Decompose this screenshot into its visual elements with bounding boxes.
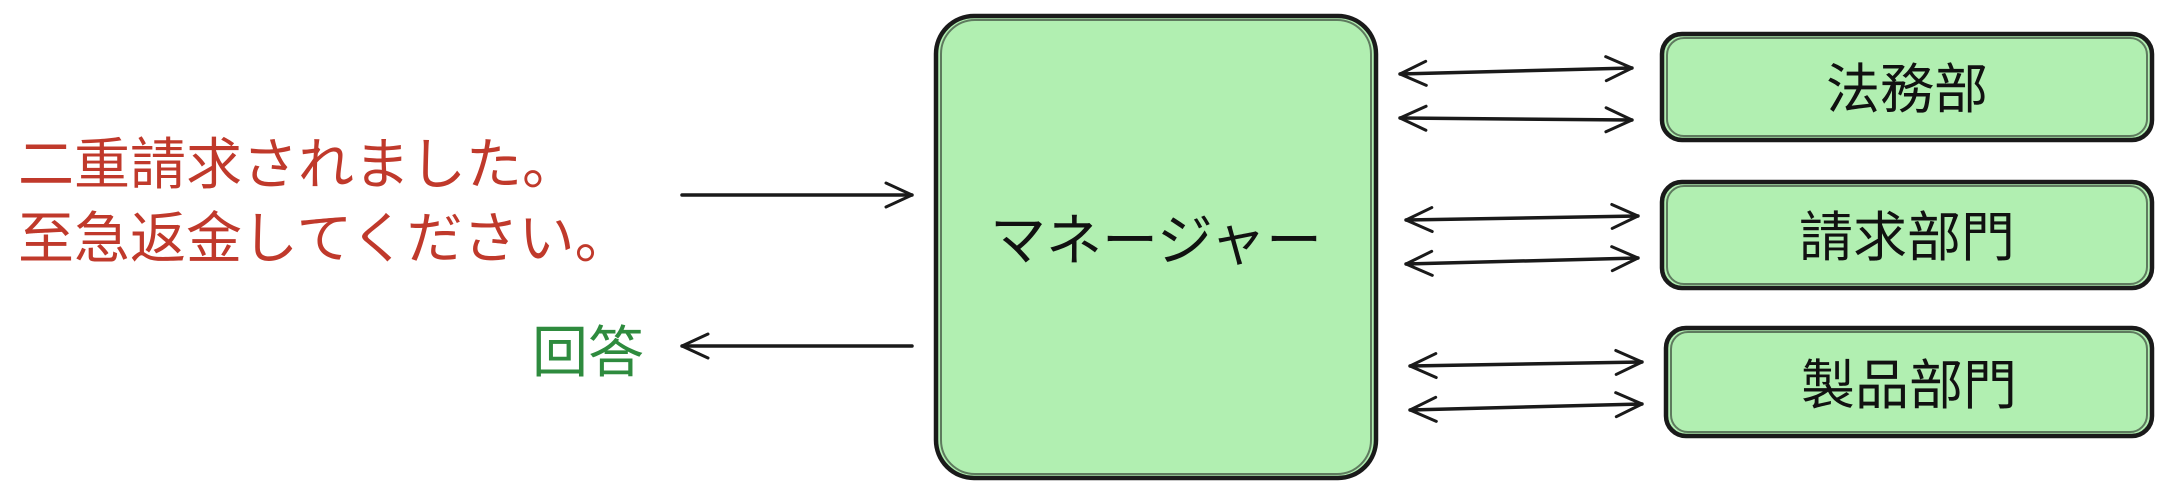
department-label-product: 製品部門 — [1801, 354, 2017, 417]
request-text-line-2: 至急返金してください。 — [18, 207, 631, 272]
department-label-billing: 請求部門 — [1799, 206, 2015, 269]
legal-arrow-lower — [1398, 104, 1634, 134]
billing-arrow-upper — [1404, 202, 1640, 234]
manager-box: マネージャー — [933, 13, 1379, 481]
legal-arrow-upper — [1398, 55, 1634, 87]
response-text: 回答 — [532, 321, 644, 386]
department-box-billing: 請求部門 — [1659, 179, 2155, 291]
billing-arrow-lower — [1404, 245, 1640, 277]
department-label-legal: 法務部 — [1826, 58, 1988, 121]
product-arrow-lower — [1408, 391, 1644, 423]
department-box-legal: 法務部 — [1659, 31, 2155, 143]
product-arrow-upper — [1408, 348, 1644, 380]
department-box-product: 製品部門 — [1663, 325, 2155, 439]
manager-label: マネージャー — [990, 209, 1322, 274]
request-text-line-1: 二重請求されました。 — [18, 133, 578, 198]
